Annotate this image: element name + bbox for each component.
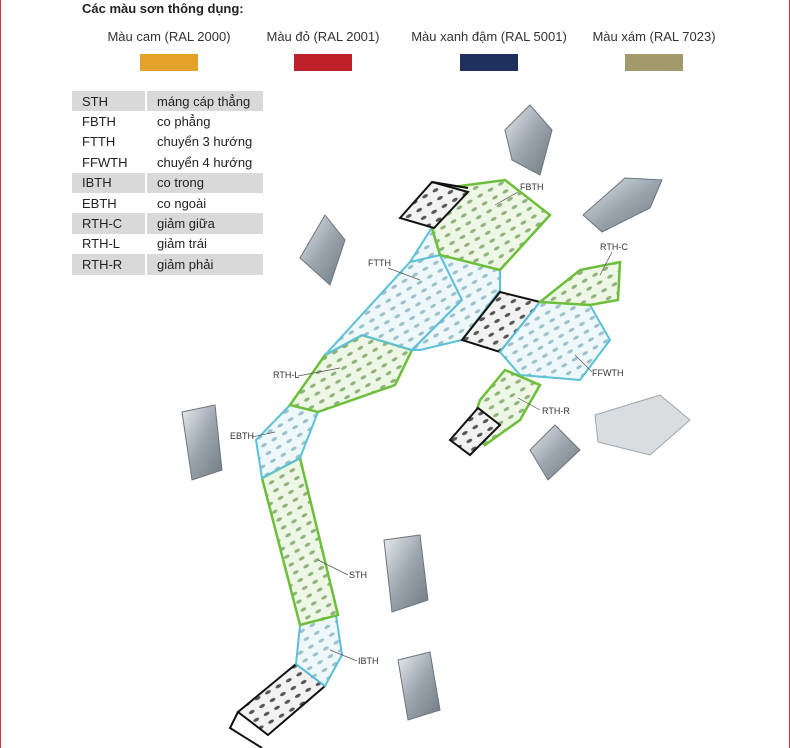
swatch-orange-label: Màu cam (RAL 2000) [107, 29, 231, 44]
swatch-red-label: Màu đỏ (RAL 2001) [266, 29, 380, 44]
callout-ffwth: FFWTH [592, 368, 624, 378]
tray-rthc [536, 260, 622, 307]
tray-end-bottom [228, 662, 327, 748]
product-rthr-right [529, 424, 581, 481]
desc-cell: co phẳng [157, 114, 211, 130]
swatch-blue-label: Màu xanh đậm (RAL 5001) [411, 29, 567, 44]
table-row: FTTH chuyển 3 hướng [72, 131, 263, 153]
swatch-red [294, 54, 352, 71]
product-fbth [504, 104, 553, 176]
code-cell: STH [72, 91, 147, 112]
swatch-orange-group: Màu cam (RAL 2000) [104, 29, 234, 71]
callout-ibth: IBTH [358, 656, 379, 666]
page-heading: Các màu sơn thông dụng: [82, 1, 244, 16]
tray-rthl [287, 333, 414, 414]
code-cell: RTH-R [72, 254, 147, 275]
callout-sth: STH [349, 570, 367, 580]
swatch-orange [140, 54, 198, 71]
tray-ibth [294, 613, 344, 688]
product-rthc-top [582, 177, 663, 233]
swatch-blue [460, 54, 518, 71]
product-sth-right [383, 534, 429, 613]
desc-cell: chuyển 3 hướng [157, 134, 253, 150]
callout-ebth: EBTH [230, 431, 254, 441]
product-ftth-left [299, 214, 346, 286]
code-cell: EBTH [72, 192, 147, 214]
code-cell: IBTH [72, 172, 147, 193]
swatch-red-group: Màu đỏ (RAL 2001) [258, 29, 388, 71]
tray-end-right [448, 406, 502, 457]
tray-sth [260, 456, 340, 627]
code-cell: FFWTH [72, 152, 147, 173]
desc-cell: co trong [146, 172, 263, 193]
left-border [0, 0, 1, 748]
swatch-gray [625, 54, 683, 71]
desc-cell: chuyển 4 hướng [157, 154, 253, 170]
callouts: FBTH FTTH RTH-C FFWTH RTH-L RTH-R EBTH S… [230, 182, 628, 666]
callout-rthl: RTH-L [273, 370, 299, 380]
desc-cell: giảm phải [146, 254, 263, 275]
swatch-gray-label: Màu xám (RAL 7023) [592, 29, 716, 44]
desc-cell: máng cáp thẳng [146, 91, 263, 112]
callout-rthc: RTH-C [600, 242, 628, 252]
tray-end-top [398, 180, 470, 230]
table-row: EBTH co ngoài [72, 192, 263, 214]
color-swatches: Màu cam (RAL 2000) Màu đỏ (RAL 2001) Màu… [0, 29, 790, 74]
product-ffwth-right [594, 394, 691, 456]
callout-fbth: FBTH [520, 182, 544, 192]
desc-cell: co ngoài [157, 195, 207, 211]
table-row: FFWTH chuyển 4 hướng [72, 152, 263, 173]
swatch-blue-group: Màu xanh đậm (RAL 5001) [404, 29, 574, 71]
desc-cell: giảm giữa [146, 213, 263, 234]
desc-cell: giảm trái [157, 236, 207, 252]
table-row: FBTH co phẳng [72, 111, 263, 132]
callout-ftth: FTTH [368, 258, 391, 268]
product-ebth-left [181, 404, 223, 481]
code-cell: FTTH [72, 131, 147, 153]
callout-rthr: RTH-R [542, 406, 570, 416]
code-cell: RTH-C [72, 213, 147, 234]
code-cell: FBTH [72, 111, 147, 132]
table-row: RTH-L giảm trái [72, 233, 263, 255]
swatch-gray-group: Màu xám (RAL 7023) [586, 29, 722, 71]
code-cell: RTH-L [72, 233, 147, 255]
product-ibth-right [397, 651, 441, 721]
